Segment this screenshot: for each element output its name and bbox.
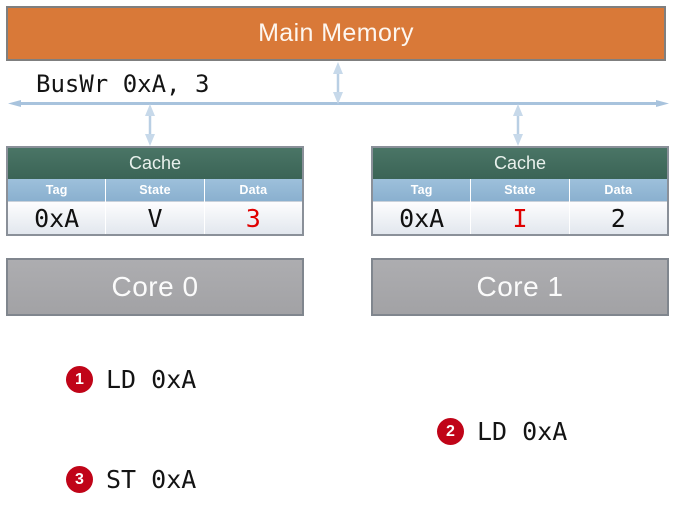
cache-cell-data-1: 2 [569, 201, 667, 234]
main-memory-label: Main Memory [258, 19, 414, 47]
cache-table-0: Tag 0xA State V Data 3 [8, 179, 302, 234]
instruction-1: 1 LD 0xA [66, 365, 196, 394]
column-header-tag-0: Tag [8, 179, 106, 201]
instruction-badge-2: 2 [437, 418, 464, 445]
core-label-0: Core 0 [111, 271, 199, 302]
cache-column-tag-1: Tag 0xA [373, 179, 471, 234]
instruction-badge-3: 3 [66, 466, 93, 493]
cache-block-1: Cache Tag 0xA State I Data 2 [371, 146, 669, 236]
cache-column-data-1: Data 2 [568, 179, 667, 234]
cache-table-1: Tag 0xA State I Data 2 [373, 179, 667, 234]
cache-cell-state-1: I [471, 201, 569, 234]
cache-cell-state-0: V [106, 201, 204, 234]
core-label-1: Core 1 [476, 271, 564, 302]
cache-column-tag-0: Tag 0xA [8, 179, 106, 234]
instruction-2: 2 LD 0xA [437, 417, 567, 446]
bus-line-icon [8, 100, 669, 107]
cache-cell-tag-1: 0xA [373, 201, 471, 234]
column-header-data-0: Data [204, 179, 302, 201]
instruction-3: 3 ST 0xA [66, 465, 196, 494]
core-block-0: Core 0 [6, 258, 304, 316]
bus-transaction-label: BusWr 0xA, 3 [36, 70, 210, 98]
column-header-state-1: State [471, 179, 569, 201]
bus-cache1-connector-icon [513, 104, 523, 146]
cache-block-0: Cache Tag 0xA State V Data 3 [6, 146, 304, 236]
cache-cell-tag-0: 0xA [8, 201, 106, 234]
column-header-state-0: State [106, 179, 204, 201]
instruction-badge-1: 1 [66, 366, 93, 393]
core-block-1: Core 1 [371, 258, 669, 316]
cache-cell-data-0: 3 [204, 201, 302, 234]
cache-column-state-1: State I [470, 179, 569, 234]
main-memory-block: Main Memory [6, 6, 666, 61]
memory-bus-connector-icon [333, 62, 343, 104]
cache-column-data-0: Data 3 [203, 179, 302, 234]
cache-column-state-0: State V [105, 179, 204, 234]
bus-cache0-connector-icon [145, 104, 155, 146]
instruction-text-2: LD 0xA [477, 417, 568, 446]
cache-title-0: Cache [8, 148, 302, 179]
column-header-tag-1: Tag [373, 179, 471, 201]
column-header-data-1: Data [569, 179, 667, 201]
instruction-text-3: ST 0xA [106, 465, 197, 494]
instruction-text-1: LD 0xA [106, 365, 197, 394]
cache-title-1: Cache [373, 148, 667, 179]
